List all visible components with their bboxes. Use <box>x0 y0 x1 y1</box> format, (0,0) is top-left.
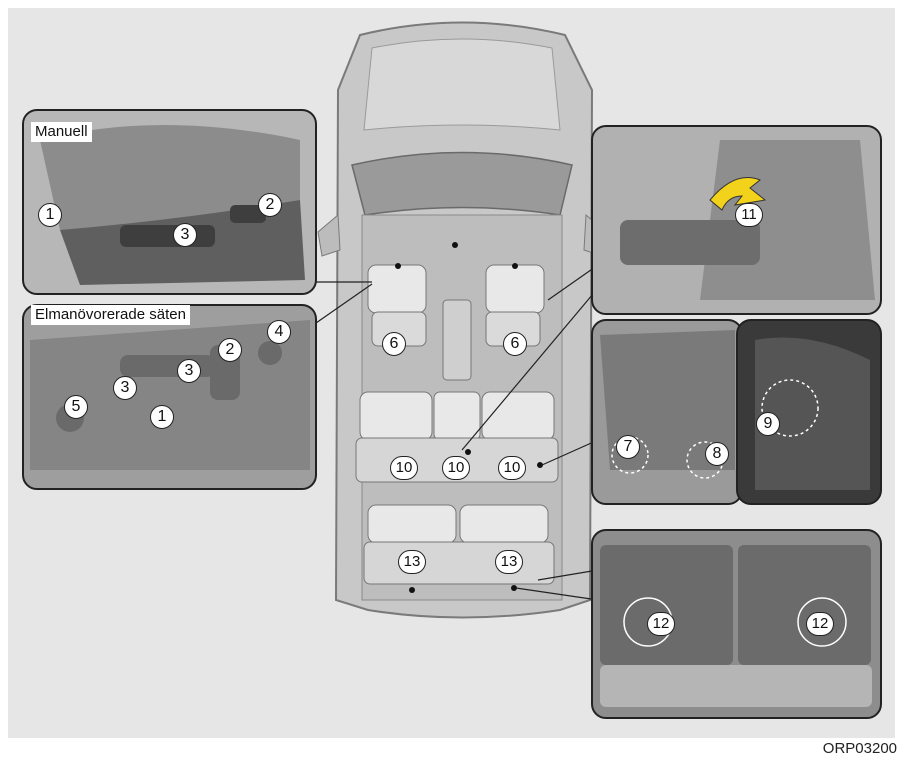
callout-3-power-right: 3 <box>177 359 201 383</box>
anchor-dots <box>395 242 543 593</box>
callout-3-power-left: 3 <box>113 376 137 400</box>
callout-10-center: 10 <box>442 456 470 480</box>
rear-seat-detail-panel <box>591 319 743 505</box>
callout-10-left: 10 <box>390 456 418 480</box>
seat-lever-panel <box>736 319 882 505</box>
leader-lines <box>315 264 599 601</box>
callout-12-left: 12 <box>647 612 675 636</box>
callout-11: 11 <box>735 203 763 227</box>
power-seat-panel <box>22 304 317 490</box>
callout-5-power: 5 <box>64 395 88 419</box>
callout-6-left: 6 <box>382 332 406 356</box>
car-top-view <box>315 21 607 619</box>
callout-1-manual: 1 <box>38 203 62 227</box>
callout-4-power: 4 <box>267 320 291 344</box>
callout-2-power: 2 <box>218 338 242 362</box>
callout-12-right: 12 <box>806 612 834 636</box>
front-seats <box>367 264 545 381</box>
callout-8: 8 <box>705 442 729 466</box>
callout-13-right: 13 <box>495 550 523 574</box>
callout-7: 7 <box>616 435 640 459</box>
power-seat-label: Elmanövorerade säten <box>31 305 190 325</box>
callout-9: 9 <box>756 412 780 436</box>
callout-6-right: 6 <box>503 332 527 356</box>
callout-10-right: 10 <box>498 456 526 480</box>
callout-13-left: 13 <box>398 550 426 574</box>
figure-code: ORP03200 <box>822 740 897 757</box>
cargo-panel <box>591 529 882 719</box>
callout-1-power: 1 <box>150 405 174 429</box>
callout-3-manual: 3 <box>173 223 197 247</box>
manual-label: Manuell <box>31 122 92 142</box>
callout-2-manual: 2 <box>258 193 282 217</box>
